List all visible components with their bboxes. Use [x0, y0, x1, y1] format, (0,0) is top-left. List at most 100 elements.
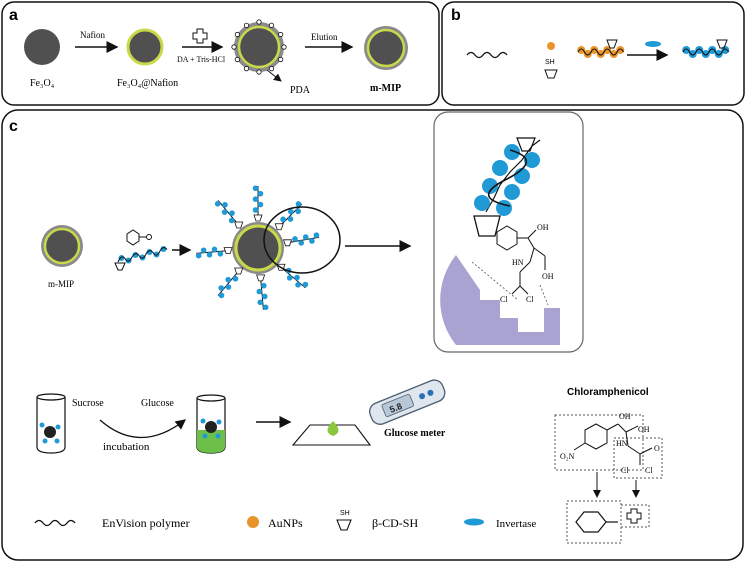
zoom-invertase-bead — [514, 168, 530, 184]
probe-cd-icon — [114, 262, 126, 271]
legend-envision-label: EnVision polymer — [102, 516, 190, 530]
panel-a-letter: a — [9, 7, 18, 24]
zoom-invertase-bead — [482, 178, 498, 194]
arm-bead — [218, 292, 225, 299]
arm-bead — [221, 209, 228, 215]
arm-bead — [195, 252, 202, 259]
fe3o4-core — [24, 29, 60, 65]
analogue-template-shapes — [566, 500, 650, 544]
zoom-cd-bottom — [473, 215, 501, 237]
arm-cd — [253, 214, 263, 222]
arm-bead — [225, 284, 232, 290]
arm-backbone — [287, 236, 320, 244]
legend-aunp-label: AuNPs — [268, 516, 303, 530]
invertase-bead — [701, 50, 710, 58]
arm-bead — [261, 293, 268, 300]
arm-bead — [217, 251, 224, 257]
incubation-arrow — [99, 419, 187, 439]
arm-bead — [262, 304, 269, 311]
arm-bead — [200, 247, 207, 254]
panel-b-letter: b — [451, 7, 461, 24]
arm-bead — [313, 232, 320, 238]
cd-sh-reagent — [544, 69, 558, 79]
sucrose-label: Sucrose — [72, 398, 104, 409]
aunp-bead — [577, 46, 586, 54]
cd-on-chain-1 — [606, 39, 618, 49]
structure-oh-top: OH — [619, 412, 631, 421]
sh-label-b: SH — [545, 59, 555, 66]
arm-cd — [234, 267, 244, 275]
legend-invertase-swatch — [464, 518, 484, 526]
legend-envision-swatch — [34, 519, 76, 527]
structure-cl-left: Cl — [621, 466, 629, 475]
aunp-bead — [616, 46, 625, 54]
arm-bead — [256, 288, 263, 295]
aunp-bead — [609, 50, 618, 58]
invertase-bead — [714, 50, 723, 58]
mmip-label-a: m-MIP — [370, 83, 401, 94]
zoom-invertase-chain — [474, 139, 541, 216]
aunp-bead — [596, 50, 605, 58]
chloramphenicol-structure — [554, 414, 663, 479]
template-dot — [234, 56, 240, 63]
arm-backbone — [196, 250, 229, 254]
elution-arrow-label: Elution — [311, 32, 338, 42]
fe3o4-nafion-particle — [126, 28, 164, 66]
arm-bead — [302, 281, 309, 288]
sample-drop — [327, 421, 339, 436]
probe-strand — [117, 246, 168, 264]
arm-bead — [309, 238, 315, 244]
fe3o4-nafion-label: Fe₃O₄@Nafion — [117, 78, 178, 89]
zoom-helix — [487, 149, 528, 207]
zoom-invertase-bead — [492, 160, 508, 176]
arm-backbone — [217, 270, 240, 296]
structure-oh-right: OH — [638, 425, 650, 434]
chain-backbone — [682, 48, 729, 56]
arm-bead — [257, 299, 264, 306]
probe-bead — [125, 257, 132, 264]
chain-backbone — [577, 48, 624, 56]
pda-template-dots — [231, 19, 287, 75]
arm-bead — [295, 208, 301, 215]
arm-bead — [211, 246, 218, 253]
arm-cd — [234, 221, 244, 229]
incubation-label: incubation — [103, 441, 150, 453]
zoom-chloramphenicol-structure — [471, 225, 549, 306]
zoom-invertase-bead — [474, 195, 490, 211]
arm-backbone — [280, 266, 306, 289]
polymer-aunp-chain — [577, 46, 625, 58]
arm-bead — [292, 236, 298, 242]
invertase-bead — [682, 46, 691, 54]
chloramphenicol-mini-icon — [126, 229, 152, 246]
legend-cd-icon — [336, 519, 352, 531]
aunp-bead — [590, 46, 599, 54]
envision-polymer-strand — [466, 51, 508, 59]
meter-readout: 5.8 — [388, 401, 403, 415]
mmip-particle-a — [364, 26, 408, 70]
template-cross-icon — [192, 28, 208, 44]
arm-backbone — [278, 203, 303, 228]
template-dot — [278, 31, 284, 38]
zoom-invertase-bead — [504, 144, 520, 160]
zoom-inset: OH OH HN Cl Cl — [433, 111, 584, 353]
arm-bead — [252, 207, 259, 213]
arm-bead — [225, 276, 231, 283]
glucose-vial — [196, 394, 226, 454]
template-dot — [256, 19, 262, 25]
template-dot — [278, 56, 284, 63]
arm-bead — [252, 196, 259, 202]
arm-bead — [206, 251, 213, 258]
da-tris-label: DA + Tris-HCl — [177, 55, 226, 64]
arm-bead — [232, 275, 239, 282]
cd-on-chain-2 — [716, 39, 728, 49]
arm-cd — [256, 274, 266, 282]
template-dot — [268, 22, 275, 28]
zoom-hn: HN — [512, 258, 524, 267]
template-dot — [243, 66, 250, 72]
arm-backbone — [217, 200, 240, 226]
zoom-cd-top — [516, 137, 536, 152]
fe3o4-label: Fe₃O₄ — [30, 78, 55, 89]
zoom-oh-1: OH — [537, 223, 549, 232]
probe-backbone — [117, 247, 168, 263]
